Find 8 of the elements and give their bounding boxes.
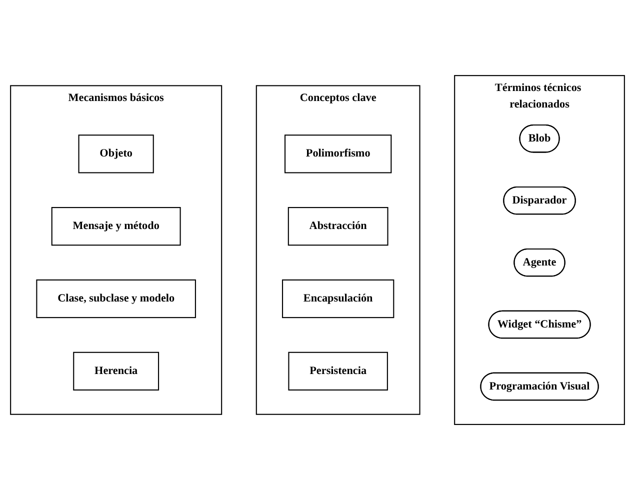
node-box: Herencia — [73, 352, 160, 390]
node-box: Persistencia — [288, 352, 388, 390]
node-box: Clase, subclase y modelo — [36, 279, 196, 318]
node-box: Polimorfismo — [284, 134, 392, 174]
node-box: Encapsulación — [282, 279, 394, 318]
node-box: Objeto — [78, 134, 154, 174]
node-box: Mensaje y método — [51, 207, 181, 246]
node-box: Abstracción — [288, 207, 388, 246]
